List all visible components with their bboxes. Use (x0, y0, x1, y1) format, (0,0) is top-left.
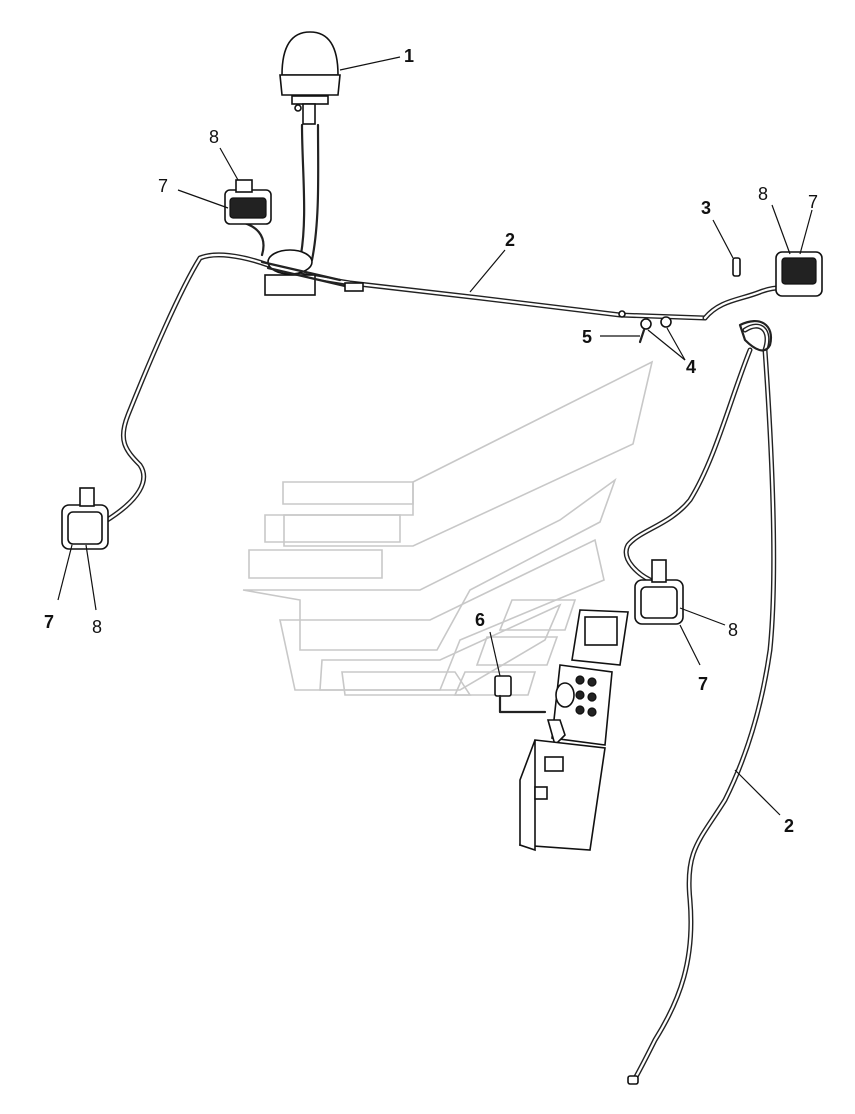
work-light-front-left (61, 487, 109, 550)
clips-and-screw (618, 310, 672, 344)
callout-2-right: 2 (784, 816, 794, 836)
harness-connector (627, 1075, 639, 1085)
leader-lines (57, 56, 813, 816)
callout-7-rear-left: 7 (158, 176, 168, 196)
callout-5: 5 (582, 327, 592, 347)
control-console (519, 609, 629, 852)
callout-7-rear-right: 7 (808, 192, 818, 212)
watermark-logo (242, 360, 654, 696)
callout-6: 6 (475, 610, 485, 630)
mounting-bracket (260, 249, 364, 296)
work-light-rear-right (775, 251, 823, 297)
callout-7-front-right: 7 (698, 674, 708, 694)
fuse (732, 257, 741, 277)
callout-8-front-left: 8 (92, 617, 102, 637)
rotating-beacon (279, 31, 341, 125)
callout-8-rear-left: 8 (209, 127, 219, 147)
callout-8-front-right: 8 (728, 620, 738, 640)
wiring-harness (101, 123, 793, 1085)
work-light-rear-left (224, 179, 272, 225)
callout-1: 1 (404, 46, 414, 66)
relay (494, 675, 547, 714)
callout-2-top: 2 (505, 230, 515, 250)
work-light-front-right (634, 559, 684, 625)
callout-8-rear-right: 8 (758, 184, 768, 204)
callout-4: 4 (686, 357, 696, 377)
callout-3: 3 (701, 198, 711, 218)
callout-7-front-left: 7 (44, 612, 54, 632)
callout-numbers: 1 2 2 3 4 5 6 7 7 7 7 8 8 8 8 (44, 46, 818, 836)
